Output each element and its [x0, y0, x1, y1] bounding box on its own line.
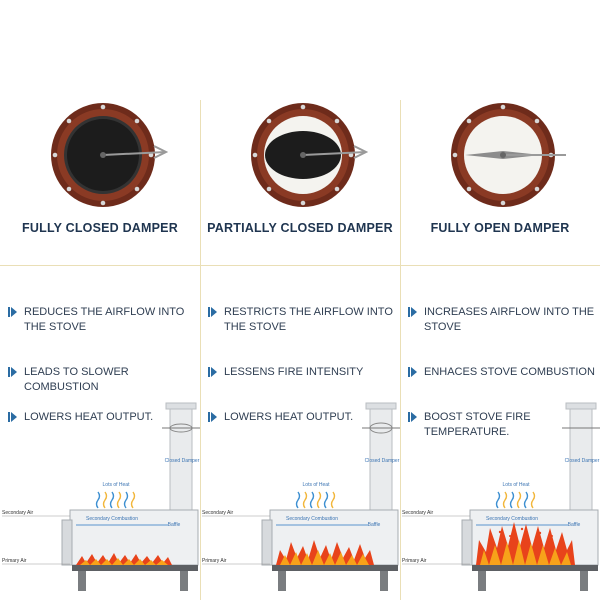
label-primary-air: Primary Air [402, 558, 427, 564]
label-lots-of-heat: Lots of Heat [503, 482, 531, 488]
label-primary-air: Primary Air [202, 558, 227, 564]
label-secondary-combustion: Secondary Combustion [486, 516, 538, 522]
divider-1 [200, 100, 201, 600]
label-closed-damper: Closed Damper [165, 458, 200, 464]
damper-fully-open-icon [451, 103, 566, 207]
stove-diagram-closed: Closed Damper Secondary Combustion Baffl… [2, 402, 200, 591]
column-partially-closed: PARTIALLY CLOSED DAMPER RESTRICTS THE AI… [200, 0, 400, 600]
bullet-text: BOOST STOVE FIRE TEMPERATURE. [424, 411, 531, 438]
label-lots-of-heat: Lots of Heat [103, 482, 131, 488]
label-lots-of-heat: Lots of Heat [303, 482, 331, 488]
divider-2 [400, 100, 401, 600]
damper-fully-closed-icon [51, 103, 168, 207]
column-fully-open: FULLY OPEN DAMPER INCREASES AIRFLOW INTO… [400, 0, 600, 600]
bullet-text: RESTRICTS THE AIRFLOW INTO THE STOVE [224, 306, 393, 333]
label-secondary-combustion: Secondary Combustion [86, 516, 138, 522]
title-partially-closed: PARTIALLY CLOSED DAMPER [207, 221, 393, 235]
play-arrow-icon [8, 412, 17, 422]
play-arrow-icon [408, 367, 417, 377]
label-primary-air: Primary Air [2, 558, 27, 564]
label-baffle: Baffle [168, 522, 181, 528]
bullet-text: LESSENS FIRE INTENSITY [224, 366, 364, 378]
stove-diagram-partial: Closed Damper Secondary Combustion Baffl… [202, 402, 400, 591]
column-fully-closed: FULLY CLOSED DAMPER REDUCES THE AIRFLOW … [0, 0, 200, 600]
bullet-text: LOWERS HEAT OUTPUT. [24, 411, 154, 423]
label-secondary-air: Secondary Air [402, 510, 433, 516]
bullet-text: INCREASES AIRFLOW INTO THE STOVE [424, 306, 595, 333]
damper-partially-closed-icon [251, 103, 368, 207]
label-secondary-air: Secondary Air [202, 510, 233, 516]
bullet-text: ENHACES STOVE COMBUSTION [424, 366, 595, 378]
bullet-text: REDUCES THE AIRFLOW INTO THE STOVE [24, 306, 185, 333]
play-arrow-icon [208, 367, 217, 377]
play-arrow-icon [208, 307, 217, 317]
title-fully-closed: FULLY CLOSED DAMPER [22, 221, 178, 235]
label-secondary-air: Secondary Air [2, 510, 33, 516]
label-closed-damper: Closed Damper [365, 458, 400, 464]
stove-diagram-open: Closed Damper Secondary Combustion Baffl… [402, 402, 600, 591]
play-arrow-icon [208, 412, 217, 422]
divider-horizontal [0, 265, 600, 266]
title-fully-open: FULLY OPEN DAMPER [430, 221, 570, 235]
play-arrow-icon [408, 412, 417, 422]
play-arrow-icon [408, 307, 417, 317]
label-secondary-combustion: Secondary Combustion [286, 516, 338, 522]
label-baffle: Baffle [568, 522, 581, 528]
label-closed-damper: Closed Damper [565, 458, 600, 464]
bullet-text: LOWERS HEAT OUTPUT. [224, 411, 354, 423]
label-baffle: Baffle [368, 522, 381, 528]
play-arrow-icon [8, 307, 17, 317]
play-arrow-icon [8, 367, 17, 377]
bullet-text: LEADS TO SLOWER COMBUSTION [24, 366, 129, 393]
